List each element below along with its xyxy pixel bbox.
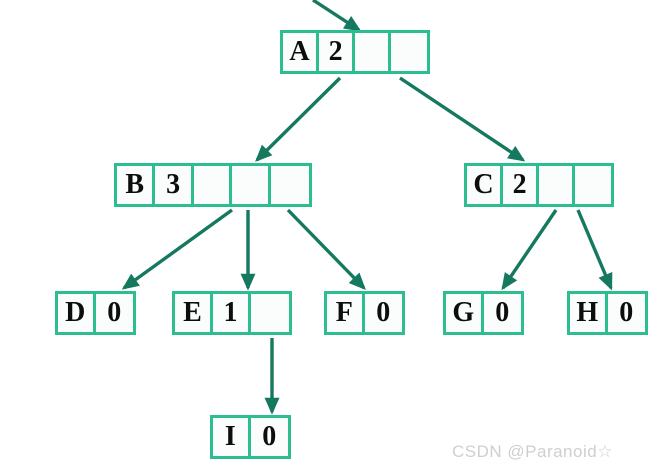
node-c-label-cell: C xyxy=(467,166,504,204)
edge-c-to-g xyxy=(501,209,558,291)
node-b-pointer-cell-3 xyxy=(232,166,271,204)
node-i-degree-cell: 0 xyxy=(262,421,277,452)
edge-c-to-h xyxy=(576,209,613,291)
node-e-pointer-cell-2 xyxy=(251,294,290,332)
node-b-pointer-cell-4 xyxy=(270,166,309,204)
watermark-label: CSDN @Paranoid☆ xyxy=(452,442,613,461)
node-e-label-cell: E xyxy=(175,294,214,332)
node-d-degree-cell: 0 xyxy=(107,297,122,328)
node-h-label-cell: H xyxy=(570,294,608,332)
node-f-degree-cell: 0 xyxy=(376,297,391,328)
node-d-label-cell: D xyxy=(58,294,96,332)
node-e-degree-cell: 1 xyxy=(213,294,252,332)
node-a-pointer-cell-3 xyxy=(391,33,427,71)
edge-group xyxy=(121,0,613,415)
node-c-pointer-cell-3 xyxy=(575,166,611,204)
edge-b-to-f xyxy=(286,208,366,290)
node-g-degree-cell: 0 xyxy=(495,297,510,328)
node-a-pointer-cell-2 xyxy=(355,33,392,71)
node-b-pointer-cell-2 xyxy=(193,166,233,204)
node-a-degree-cell: 2 xyxy=(319,33,356,71)
node-b-degree-cell: 3 xyxy=(155,166,194,204)
edge-a-to-c xyxy=(399,76,526,162)
node-a-label-cell: A xyxy=(283,33,320,71)
node-h-degree-cell: 0 xyxy=(619,297,634,328)
edge-b-to-d xyxy=(121,208,233,290)
edge-a-to-b xyxy=(255,76,342,162)
node-g-label-cell: G xyxy=(446,294,484,332)
node-c-degree-cell: 2 xyxy=(503,166,540,204)
edge-external-root-pointer-to-a xyxy=(312,0,362,32)
node-f-label-cell: F xyxy=(327,294,365,332)
node-c-pointer-cell-2 xyxy=(539,166,576,204)
node-b-label-cell: B xyxy=(117,166,156,204)
node-i-label-cell: I xyxy=(213,418,251,456)
